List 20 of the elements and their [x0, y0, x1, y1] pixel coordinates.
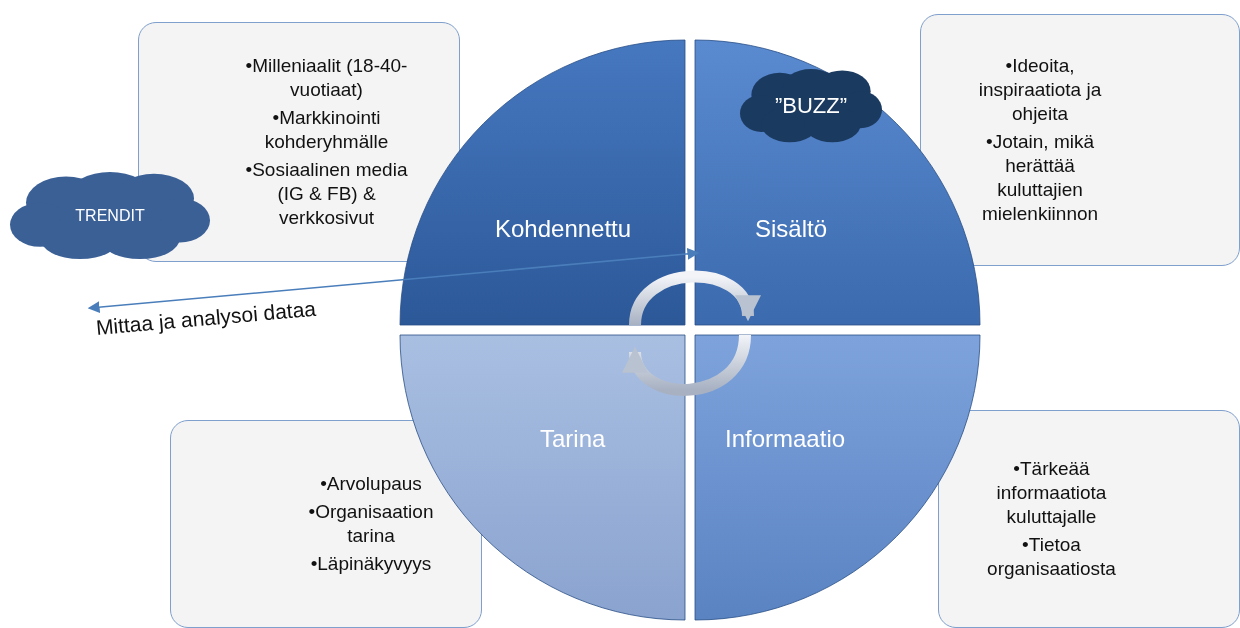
segment-label: Informaatio — [725, 425, 846, 453]
bullet-text: •Läpinäkyvyys — [310, 552, 432, 576]
bullet-text: •Tietoa organisaatiosta — [986, 533, 1117, 581]
segment-label: Tarina — [540, 425, 606, 453]
bullet-text: •Jotain, mikä herättää kuluttajien mielenkiinnon — [980, 130, 1100, 226]
cloud-label: TRENDIT — [74, 207, 146, 225]
bullet-text: •Ideoita, inspiraatiota ja ohjeita — [977, 54, 1103, 126]
cloud-label: ”BUZZ” — [773, 93, 849, 119]
segment-label: Kohdennettu — [495, 215, 632, 243]
bullet-text: •Milleniaalit (18-40-vuotiaat) — [244, 54, 409, 102]
edge-label: Mittaa ja analysoi dataa — [95, 296, 317, 340]
text-card — [170, 420, 482, 628]
bullet-text: •Organisaation tarina — [307, 500, 435, 548]
text-card — [920, 14, 1240, 266]
segment-label: Sisältö — [755, 215, 828, 243]
bullet-text: •Markkinointi kohderyhmälle — [263, 106, 390, 154]
text-card — [938, 410, 1240, 628]
bullet-text: •Arvolupaus — [320, 472, 422, 496]
bullet-text: •Sosiaalinen media (IG & FB) & verkkosivut — [244, 158, 409, 230]
bullet-text: •Tärkeää informaatiota kuluttajalle — [995, 457, 1108, 529]
